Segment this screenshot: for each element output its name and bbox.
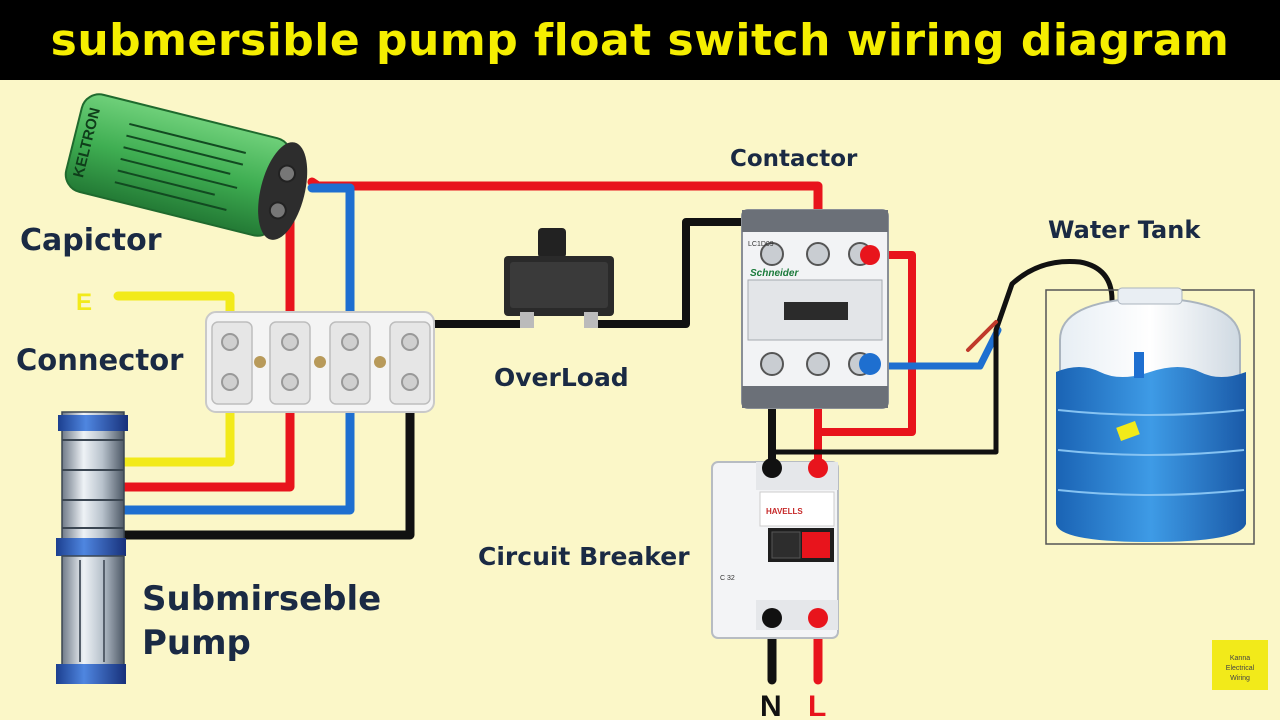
contactor-blue-terminal [859,353,881,375]
label-connector: Connector [16,343,184,377]
red-wire-contactor-to-breaker [814,251,916,474]
title-bar: submersible pump float switch wiring dia… [0,0,1280,80]
watermark-line3: Wiring [1230,675,1250,682]
label-contactor: Contactor [730,146,858,172]
red-wire-connector-to-pump [117,380,295,492]
label-capacitor: Capictor [20,223,162,258]
contactor-brand-text: Schneider [750,268,799,279]
label-circuit-breaker: Circuit Breaker [478,542,690,571]
overload-relay [504,228,614,328]
blue-wire-connector-to-pump [117,380,355,515]
circuit-breaker: HAVELLS C 32 [711,458,839,639]
breaker-brand-text: HAVELLS [766,507,803,516]
label-water-tank: Water Tank [1048,216,1201,244]
blue-wire-contactor-to-float [866,326,1002,370]
blue-wire-capacitor-to-connector [307,183,355,350]
breaker-rating-text: C 32 [720,575,735,582]
label-earth: E [76,289,92,316]
diagram-title: submersible pump float switch wiring dia… [50,14,1230,66]
label-pump-line1: Submirseble [142,579,381,619]
capacitor: KELTRON [64,93,308,240]
contactor-red-terminal [860,245,880,265]
label-live: L [808,690,826,720]
black-wire-connector-to-pump [117,380,415,540]
label-neutral: N [760,690,782,720]
contactor-model-text: LC1D09 [748,241,774,248]
watermark-line1: Kanna [1230,655,1250,662]
contactor: LC1D09 Schneider [741,209,889,409]
label-pump-line2: Pump [142,623,251,663]
black-wire-overload-to-contactor [586,218,764,328]
float-switch-upper [1134,352,1144,378]
red-wire-float-lead [966,320,998,352]
channel-watermark: Kanna Electrical Wiring [1212,640,1268,690]
terminal-connector [205,311,435,413]
watermark-line2: Electrical [1226,665,1255,672]
submersible-pump [56,411,128,684]
water-tank [1045,287,1255,545]
float-switch-lower [1116,421,1140,441]
label-overload: OverLoad [494,363,629,392]
